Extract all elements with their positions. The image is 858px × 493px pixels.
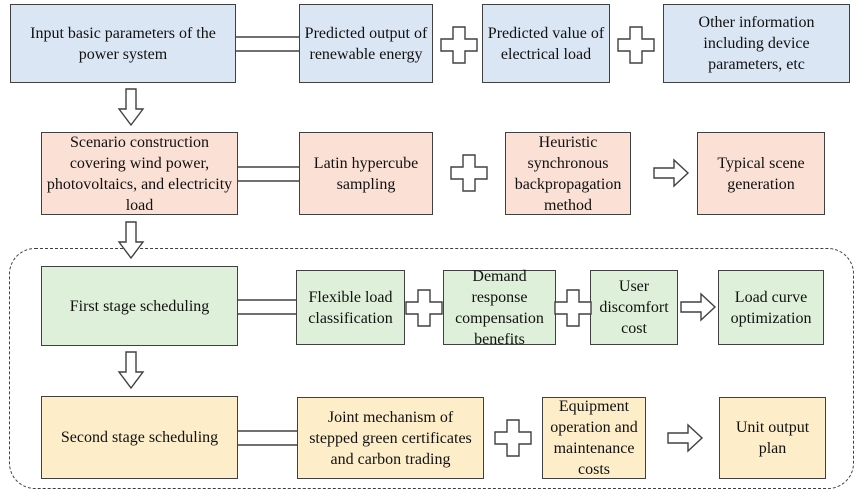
maintenance-costs-box: Equipment operation and maintenance cost… [542,397,646,479]
input-parameters-label: Input basic parameters of the power syst… [30,24,216,63]
plus-icon [405,289,443,327]
scenario-construction-box: Scenario construction covering wind powe… [41,132,238,215]
heuristic-method-box: Heuristic synchronous backpropagation me… [505,132,631,215]
second-stage-box: Second stage scheduling [41,396,238,479]
typical-scene-label: Typical scene generation [717,154,805,193]
double-line-connector [236,36,299,52]
first-stage-label: First stage scheduling [69,297,210,315]
scenario-construction-label: Scenario construction covering wind powe… [46,133,233,214]
load-curve-label: Load curve optimization [730,288,812,327]
double-line-connector [238,299,296,315]
plus-icon [494,419,532,457]
arrow-right-icon [680,293,716,321]
plus-icon [440,26,478,64]
scheduling-group-boundary [9,248,854,489]
joint-mechanism-label: Joint mechanism of stepped green certifi… [309,408,472,468]
arrow-down-icon [118,351,144,389]
typical-scene-box: Typical scene generation [697,132,825,215]
plus-icon [450,154,488,192]
plus-icon [617,26,655,64]
plus-icon [554,289,592,327]
unit-output-label: Unit output plan [735,419,810,457]
arrow-down-icon [118,88,144,126]
latin-hypercube-label: Latin hypercube sampling [313,154,419,193]
double-line-connector [238,166,299,182]
demand-response-label: Demand response compensation benefits [455,267,544,348]
joint-mechanism-box: Joint mechanism of stepped green certifi… [297,397,484,479]
other-information-box: Other information including device param… [663,4,850,83]
heuristic-method-label: Heuristic synchronous backpropagation me… [514,133,622,214]
latin-hypercube-box: Latin hypercube sampling [299,132,433,215]
arrow-right-icon [653,159,689,187]
double-line-connector [238,430,297,446]
flexible-load-label: Flexible load classification [308,288,393,327]
renewable-output-label: Predicted output of renewable energy [304,24,428,63]
unit-output-box: Unit output plan [719,397,826,479]
arrow-down-icon [118,221,144,259]
first-stage-box: First stage scheduling [41,266,238,346]
arrow-right-icon [667,424,703,452]
second-stage-label: Second stage scheduling [60,429,219,446]
electrical-load-label: Predicted value of electrical load [487,24,605,63]
other-information-label: Other information including device param… [698,14,815,73]
electrical-load-box: Predicted value of electrical load [482,4,610,83]
load-curve-box: Load curve optimization [718,270,824,345]
discomfort-cost-box: User discomfort cost [590,270,678,345]
flexible-load-box: Flexible load classification [296,270,405,345]
renewable-output-box: Predicted output of renewable energy [299,4,433,83]
input-parameters-box: Input basic parameters of the power syst… [10,4,236,83]
maintenance-costs-label: Equipment operation and maintenance cost… [550,398,638,478]
discomfort-cost-label: User discomfort cost [599,278,669,337]
demand-response-box: Demand response compensation benefits [443,268,556,348]
